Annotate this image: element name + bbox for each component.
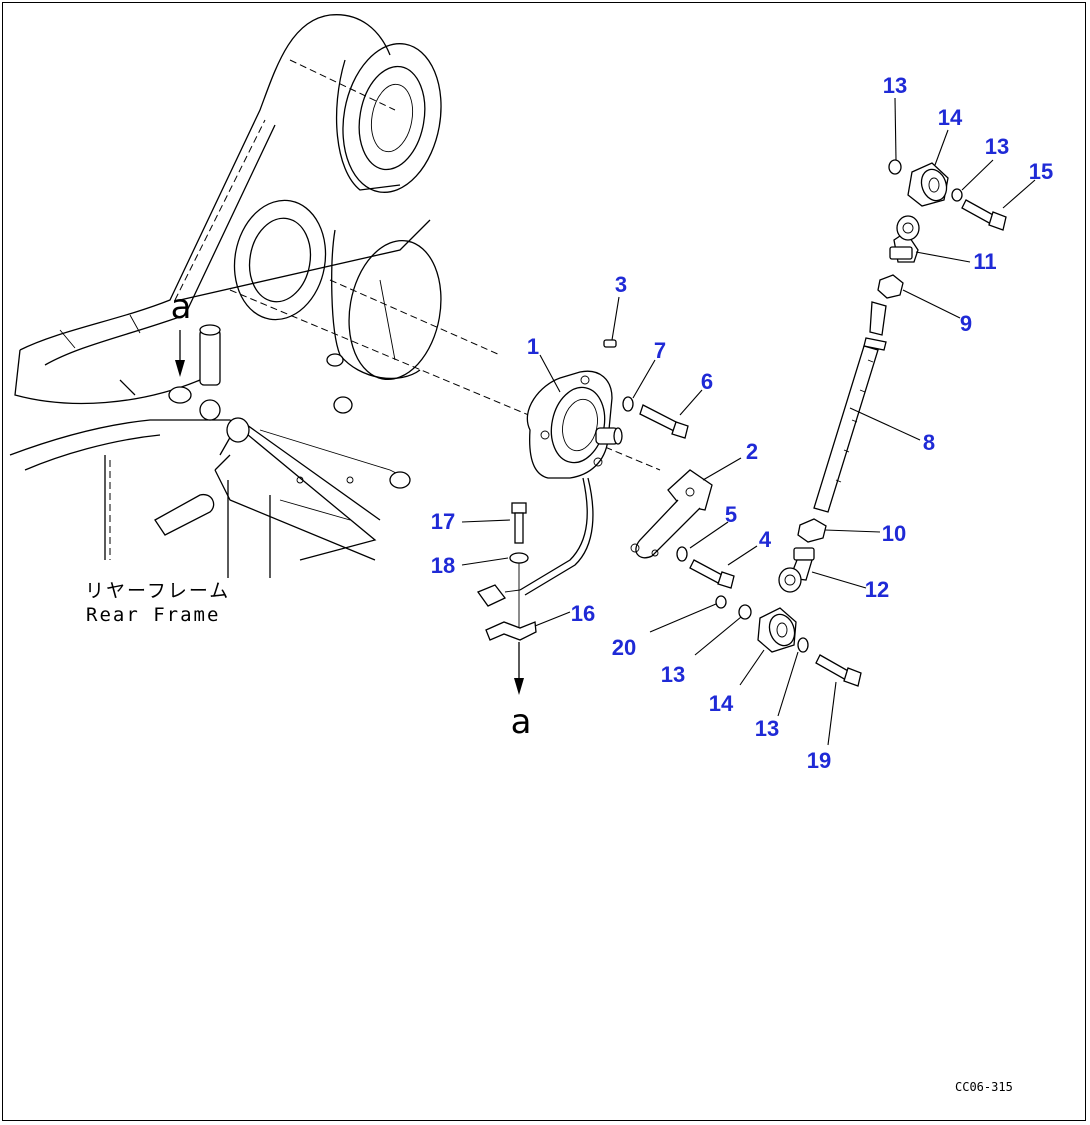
callout-13-d: 13: [755, 716, 779, 741]
washer-13-lower-right: [797, 637, 809, 653]
washer-13-right: [951, 188, 963, 202]
leader-lines: [461, 97, 1036, 746]
callout-14-a: 14: [938, 105, 963, 130]
callout-1: 1: [527, 334, 539, 359]
callout-18: 18: [431, 553, 455, 578]
bolt-6: [639, 404, 689, 439]
sensor-body: [476, 370, 623, 607]
bolt-15: [961, 199, 1007, 231]
view-arrow-bottom: [514, 642, 524, 695]
frame-label-en: Rear Frame: [86, 604, 220, 626]
bolt-19: [815, 654, 862, 687]
bolt-4: [689, 559, 735, 589]
rear-frame-outline: [9, 14, 661, 578]
washer-13-lower-left: [738, 604, 752, 620]
callout-16: 16: [571, 601, 595, 626]
washer-20: [715, 595, 727, 609]
bushing-14-top: [907, 162, 949, 207]
clamp-16: [485, 621, 537, 641]
rod-8: [813, 301, 887, 513]
callout-12: 12: [865, 577, 889, 602]
callout-20: 20: [612, 635, 636, 660]
frame-label-jp: リヤーフレーム: [85, 580, 230, 602]
washer-5: [676, 546, 688, 562]
callout-15: 15: [1029, 159, 1053, 184]
washer-18: [509, 552, 529, 564]
bolt-17: [511, 502, 527, 544]
washer-7: [622, 396, 634, 412]
callout-10: 10: [882, 521, 906, 546]
key-3: [603, 339, 617, 348]
callout-2: 2: [746, 439, 758, 464]
drawing-code: CC06-315: [955, 1080, 1013, 1094]
lever-2: [630, 469, 713, 559]
callout-11: 11: [973, 249, 996, 274]
nut-9: [877, 274, 904, 299]
callout-14-b: 14: [709, 691, 734, 716]
bushing-14-lower: [757, 607, 797, 653]
rod-end-11: [889, 215, 920, 263]
callout-13-a: 13: [883, 73, 907, 98]
callout-13-c: 13: [661, 662, 685, 687]
callout-13-b: 13: [985, 134, 1009, 159]
callout-9: 9: [960, 311, 972, 336]
callout-17: 17: [431, 509, 455, 534]
view-marker-a-top: a: [171, 287, 192, 327]
rod-end-12: [778, 547, 815, 593]
callout-19: 19: [807, 748, 831, 773]
callout-7: 7: [654, 338, 666, 363]
callout-5: 5: [725, 502, 737, 527]
callout-labels: 1 2 3 4 5 6 7 8 9 10 11 12 13 14 13 15 1…: [431, 73, 1053, 773]
callout-4: 4: [759, 527, 772, 552]
washer-13-top: [888, 159, 902, 175]
view-arrow-top: [175, 330, 185, 377]
callout-3: 3: [615, 272, 627, 297]
callout-8: 8: [923, 430, 935, 455]
nut-10: [797, 518, 827, 543]
callout-6: 6: [701, 369, 713, 394]
view-marker-a-bottom: a: [511, 702, 532, 742]
